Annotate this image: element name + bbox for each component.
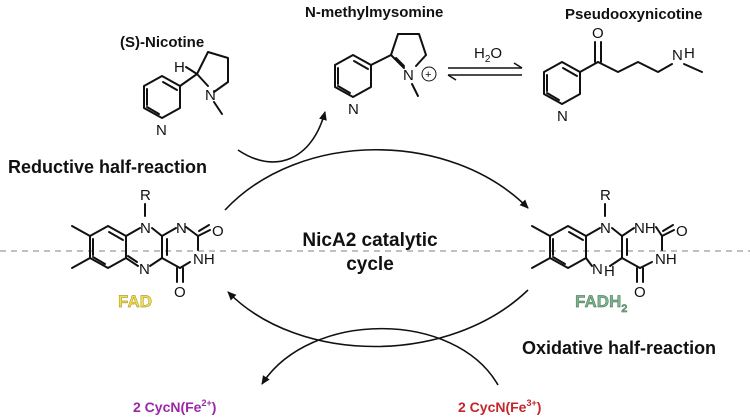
svg-text:O: O xyxy=(592,25,604,42)
svg-text:R: R xyxy=(600,187,611,204)
svg-text:N: N xyxy=(600,220,611,237)
electron-transfer-arrow xyxy=(261,327,499,386)
svg-text:NH: NH xyxy=(193,251,215,268)
svg-text:N: N xyxy=(156,122,167,139)
svg-text:N: N xyxy=(672,47,683,64)
svg-text:O: O xyxy=(212,223,224,240)
pseudooxynicotine-structure: Pseudooxynicotine N O N H xyxy=(543,6,703,125)
fad-label: FAD xyxy=(118,292,152,311)
cycn-fe2-label: 2 CycN(Fe2+) xyxy=(133,398,216,415)
reductive-curved-arrow xyxy=(237,111,327,163)
cycle-label-line2: cycle xyxy=(346,254,394,275)
methylmysomine-label: N-methylmysomine xyxy=(305,4,443,21)
water-label: H2O xyxy=(474,45,502,65)
svg-text:H: H xyxy=(604,263,615,280)
pseudooxynicotine-label: Pseudooxynicotine xyxy=(565,6,703,23)
oxidative-half-reaction-label: Oxidative half-reaction xyxy=(522,338,716,358)
cycn-fe3-label: 2 CycN(Fe3+) xyxy=(458,398,541,415)
reductive-half-reaction-label: Reductive half-reaction xyxy=(8,157,207,177)
svg-text:NH: NH xyxy=(634,220,656,237)
methylmysomine-structure: N-methylmysomine N N + xyxy=(305,4,443,118)
svg-text:+: + xyxy=(425,69,431,81)
svg-text:N: N xyxy=(592,261,603,278)
svg-text:N: N xyxy=(140,220,151,237)
svg-text:H: H xyxy=(174,59,185,76)
svg-text:N: N xyxy=(403,67,414,84)
svg-text:N: N xyxy=(139,261,150,278)
svg-text:N: N xyxy=(557,108,568,125)
bottom-cycle-arrow xyxy=(227,289,529,348)
svg-text:R: R xyxy=(140,187,151,204)
svg-text:N: N xyxy=(348,101,359,118)
svg-text:N: N xyxy=(205,87,216,104)
cycle-label-line1: NicA2 catalytic xyxy=(302,230,438,251)
nicotine-label: (S)-Nicotine xyxy=(120,34,204,51)
svg-text:NH: NH xyxy=(655,251,677,268)
fadh2-label: FADH2 xyxy=(575,292,627,315)
hydration-equilibrium: H2O xyxy=(447,45,523,81)
svg-text:O: O xyxy=(676,223,688,240)
svg-text:O: O xyxy=(174,284,186,301)
nicotine-structure: (S)-Nicotine N H N xyxy=(120,34,229,139)
svg-text:N: N xyxy=(176,220,187,237)
top-cycle-arrow xyxy=(224,148,529,211)
fad-structure: N N R N O NH O xyxy=(71,187,224,301)
svg-text:O: O xyxy=(634,284,646,301)
fadh2-structure: N N H R NH O NH O xyxy=(531,187,688,301)
svg-text:H: H xyxy=(684,45,695,62)
